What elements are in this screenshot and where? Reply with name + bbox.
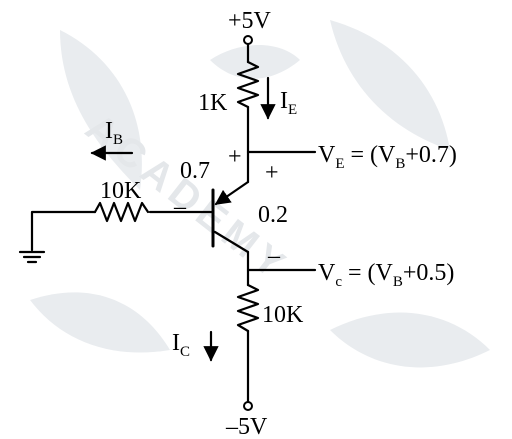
node-e-equation: VE = (VB+0.7) [318, 142, 457, 172]
vec-minus: – [267, 243, 281, 269]
bottom-supply-label: –5V [225, 414, 268, 439]
emitter-resistor [236, 60, 260, 109]
vec-plus: + [265, 160, 279, 186]
veb-minus: – [173, 194, 187, 220]
bottom-supply-terminal [243, 401, 253, 411]
transistor-emitter-leg [214, 180, 250, 206]
base-current-label: IB [105, 118, 123, 148]
collector-current-label: IC [172, 330, 190, 360]
top-supply-terminal [243, 35, 253, 45]
node-c-equation: Vc = (VB+0.5) [318, 260, 454, 290]
veb-plus: + [228, 144, 242, 170]
ground-wire [30, 210, 97, 252]
veb-value: 0.7 [180, 158, 210, 184]
watermark: ACADEMY [30, 20, 490, 368]
base-resistor [93, 201, 150, 223]
base-resistor-label: 10K [100, 178, 142, 204]
ground-icon [18, 250, 46, 264]
emitter-resistor-label: 1K [198, 90, 228, 116]
emitter-current-label: IE [280, 88, 297, 118]
top-supply-label: +5V [228, 8, 272, 34]
collector-resistor-label: 10K [262, 302, 304, 328]
collector-resistor [236, 283, 260, 333]
transistor-collector-leg [213, 230, 250, 254]
vec-value: 0.2 [258, 202, 288, 228]
